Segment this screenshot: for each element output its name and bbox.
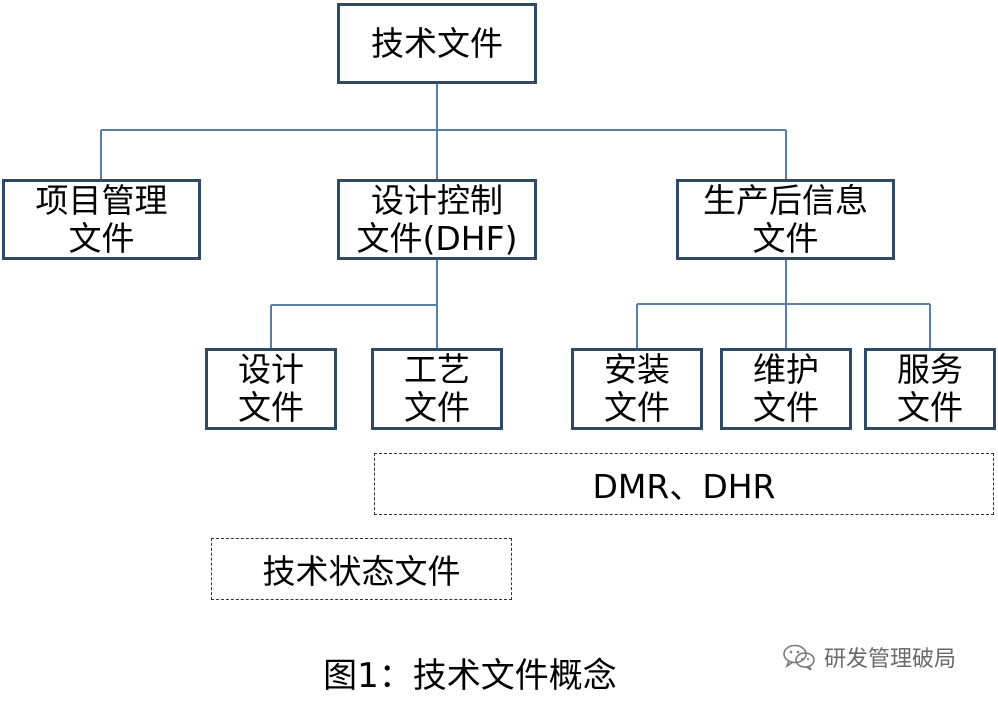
group-label: 技术状态文件	[262, 552, 461, 591]
node-label-line-1: 安装	[604, 350, 670, 389]
node-technical-documents: 技术文件	[337, 3, 537, 84]
node-label-line-2: 文件	[404, 388, 470, 427]
node-installation-documents: 安装 文件	[571, 348, 703, 430]
node-label-line-2: 文件	[752, 218, 819, 258]
node-project-management-documents: 项目管理 文件	[2, 179, 201, 260]
node-label-line-1: 服务	[897, 350, 963, 389]
node-label-line-2: 文件	[897, 388, 963, 427]
node-label-line-1: 项目管理	[35, 180, 168, 220]
node-post-production-information: 生产后信息 文件	[676, 179, 895, 260]
node-label-line-1: 生产后信息	[703, 180, 868, 220]
figure-caption: 图1：技术文件概念	[323, 656, 617, 696]
node-process-documents: 工艺 文件	[371, 348, 503, 430]
group-label: DMR、DHR	[592, 467, 776, 506]
node-label-line-2: 文件	[753, 388, 819, 427]
node-label-line-1: 设计	[238, 350, 304, 389]
watermark: 研发管理破局	[782, 640, 956, 674]
node-label-line-1: 设计控制	[371, 180, 503, 220]
group-technical-status-documents: 技术状态文件	[211, 538, 512, 600]
node-label-line-2: 文件	[238, 388, 304, 427]
node-maintenance-documents: 维护 文件	[720, 348, 852, 430]
node-label-line-1: 工艺	[404, 350, 470, 389]
group-dmr-dhr: DMR、DHR	[374, 453, 994, 515]
wechat-icon	[783, 644, 815, 671]
node-design-control-dhf: 设计控制 文件(DHF)	[337, 179, 537, 260]
node-label-line-2: 文件	[604, 388, 670, 427]
node-label-line-1: 维护	[753, 350, 819, 389]
node-label-line-2: 文件(DHF)	[356, 218, 518, 258]
node-label-line-2: 文件	[68, 218, 135, 258]
watermark-label: 研发管理破局	[824, 647, 957, 672]
node-service-documents: 服务 文件	[864, 348, 996, 430]
node-design-documents: 设计 文件	[205, 348, 337, 430]
node-label: 技术文件	[371, 23, 503, 63]
